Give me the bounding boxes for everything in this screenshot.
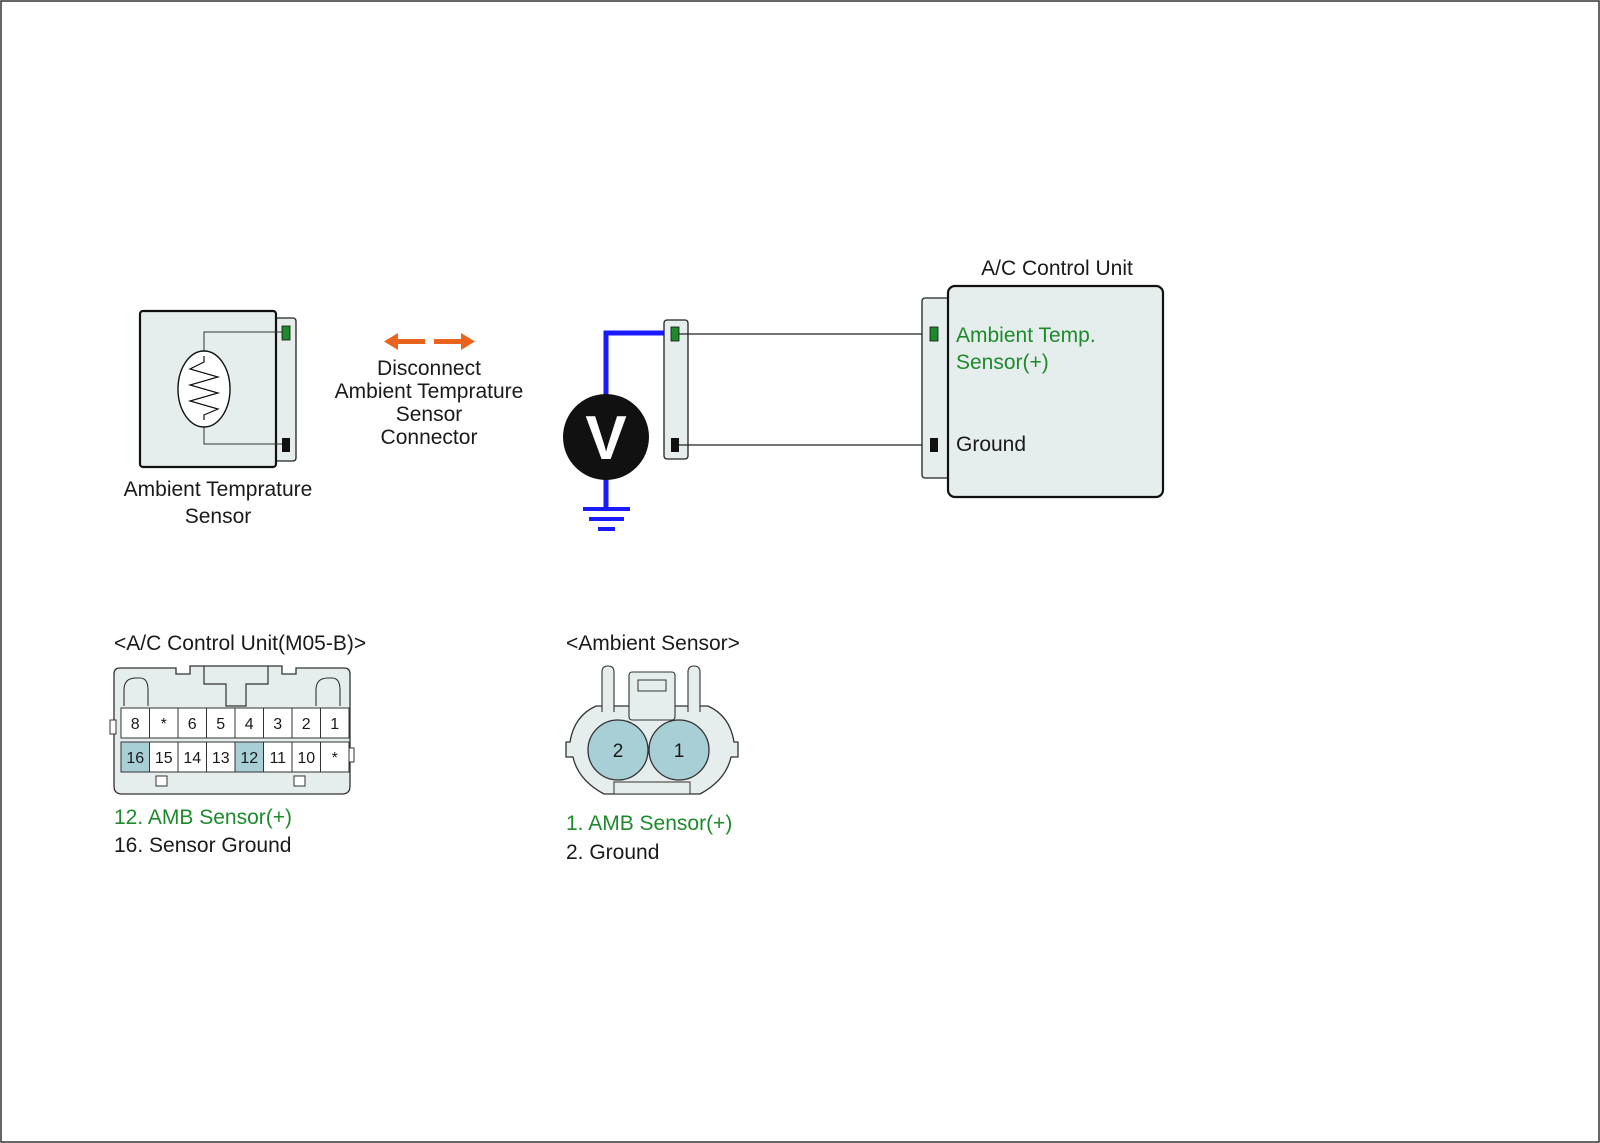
sensor-pin-green (281, 325, 291, 341)
ac-pin-label: 2 (302, 716, 311, 733)
ac-pin-label: 10 (297, 750, 315, 767)
ambient-sensor: Ambient Temprature Sensor (124, 309, 313, 528)
sensor-connector-right-clip (687, 665, 701, 712)
ac-pin-cell (149, 741, 179, 773)
ac-connector-latch (203, 666, 269, 707)
ac-connector-foot-left (155, 775, 168, 787)
voltmeter-symbol: V (585, 404, 626, 473)
disconnect-line4: Connector (381, 426, 478, 449)
ac-pin-label: 12 (240, 750, 258, 767)
ac-connector-foot-right (293, 775, 306, 787)
ac-pin-cell (263, 741, 293, 773)
ac-pin-label: 6 (188, 716, 197, 733)
harness-connector (663, 319, 689, 460)
sensor-connector-left-clip (601, 665, 615, 712)
ac-pin-cell (320, 741, 350, 773)
ac-control-unit: A/C Control Unit Ambient Temp. Sensor(+)… (921, 257, 1165, 499)
disconnect-line1: Disconnect (377, 357, 481, 380)
ac-pin-cell (149, 707, 179, 739)
sensor-legend-1: 1. AMB Sensor(+) (566, 812, 732, 835)
ac-pin-cell (177, 741, 207, 773)
double-arrow-icon (384, 333, 475, 350)
ac-unit-body (946, 284, 1165, 499)
ac-pin-cell (206, 741, 236, 773)
ac-pin-label: 5 (216, 716, 225, 733)
sensor-connector-latch-inner (637, 679, 667, 692)
ac-connector-title: <A/C Control Unit(M05-B)> (114, 632, 366, 655)
ac-pin-ground: Ground (956, 433, 1026, 456)
thermistor-zigzag (187, 356, 221, 420)
ac-pin-label: 1 (330, 716, 339, 733)
harness-pin-green (670, 326, 680, 342)
ac-pin-label: 15 (155, 750, 173, 767)
sensor-name-line2: Sensor (185, 505, 252, 528)
ac-pin-label: 3 (273, 716, 282, 733)
ac-pin-label: 8 (131, 716, 140, 733)
harness-pin-black (671, 438, 679, 452)
sensor-connector-face: <Ambient Sensor> 2 1 1. AMB Sensor(+) 2.… (565, 632, 740, 864)
ac-pin-sensor-line1: Ambient Temp. (956, 324, 1096, 347)
ac-pin-label: 11 (269, 750, 286, 767)
ac-pin-label: 13 (212, 750, 230, 767)
sensor-name-line1: Ambient Temprature (124, 478, 313, 501)
disconnect-line2: Ambient Temprature (335, 380, 524, 403)
probe-wire-blue (603, 330, 676, 398)
ac-pin-cell (206, 707, 236, 739)
sensor-connector-latch-outer (628, 671, 676, 721)
ac-pin-label: 14 (183, 750, 201, 767)
ac-pin-cell (291, 741, 321, 773)
sensor-internal-wire (203, 331, 283, 445)
ac-pin-cell (234, 707, 264, 739)
sensor-pin-2-label: 2 (613, 741, 624, 762)
voltmeter: V (563, 330, 676, 531)
ac-unit-title: A/C Control Unit (981, 257, 1133, 280)
ac-pin-cell (291, 707, 321, 739)
sensor-connector-title: <Ambient Sensor> (566, 632, 740, 655)
ac-pin-cell (120, 707, 150, 739)
sensor-connector-base (613, 781, 691, 795)
ac-connector-notch-left (109, 719, 117, 735)
ac-legend-2: 16. Sensor Ground (114, 834, 291, 857)
sensor-pin-2: 2 (587, 719, 649, 781)
sensor-pin-black (282, 438, 290, 452)
disconnect-indicator: Disconnect Ambient Temprature Sensor Con… (335, 333, 524, 449)
ac-connector-face: <A/C Control Unit(M05-B)> 8 * 6 5 4 3 2 1 16 15 14… (109, 632, 366, 857)
ac-connector-right-rail (315, 677, 341, 706)
sensor-legend-2: 2. Ground (566, 841, 659, 864)
ac-pin-label: * (332, 750, 338, 767)
ac-pin-label: 4 (245, 716, 254, 733)
ac-pin-cell (320, 707, 350, 739)
voltmeter-body (563, 394, 649, 480)
ac-pin-sensor-line2: Sensor(+) (956, 351, 1049, 374)
sensor-pin-1-label: 1 (674, 741, 685, 762)
ac-pin-black (930, 438, 938, 452)
harness-connector-body (663, 319, 689, 460)
ac-pin-grid: 8 * 6 5 4 3 2 1 16 15 14 13 12 11 10 * (120, 707, 350, 773)
ac-pin-label: * (161, 716, 167, 733)
sensor-pin-1: 1 (648, 719, 710, 781)
ac-connector-left-rail (123, 677, 149, 706)
ground-symbol-icon (583, 507, 630, 531)
ac-legend-1: 12. AMB Sensor(+) (114, 806, 292, 829)
ac-pin-green (929, 326, 939, 342)
disconnect-line3: Sensor (396, 403, 463, 426)
ac-pin-label: 16 (126, 750, 144, 767)
